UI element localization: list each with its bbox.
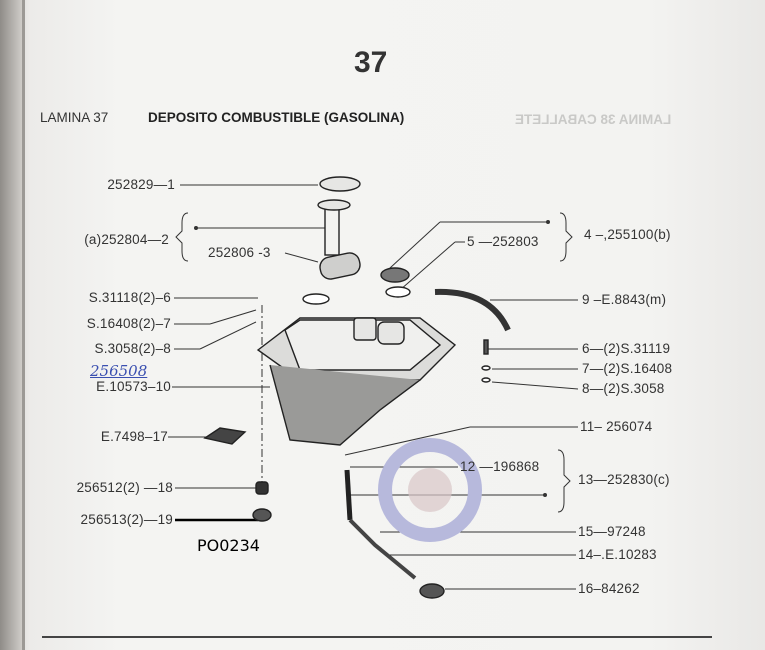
plate-title: DEPOSITO COMBUSTIBLE (GASOLINA) <box>148 110 405 125</box>
callout-6-left: S.31118(2)–6 <box>88 290 171 305</box>
callout-12: 12 —196868 <box>460 459 540 474</box>
callout-7-right: 7—(2)S.16408 <box>582 361 673 376</box>
callout-19: 256513(2)—19 <box>80 512 173 527</box>
callout-11: 11– 256074 <box>580 419 653 434</box>
callout-13: 13—252830(c) <box>578 472 670 487</box>
callout-3: 252806 -3 <box>208 245 271 260</box>
callout-14: 14–.E.10283 <box>578 547 657 562</box>
sticker-ring <box>378 438 482 542</box>
callout-7-left: S.16408(2)–7 <box>86 316 171 331</box>
callout-15: 15—97248 <box>578 524 646 539</box>
callout-10: E.10573–10 <box>96 379 171 394</box>
callout-4: 4 –,255100(b) <box>584 227 671 242</box>
leader-lines <box>168 184 579 590</box>
book-binding <box>0 0 22 650</box>
callout-2: (a)252804—2 <box>84 232 169 247</box>
bottom-rule <box>42 636 712 638</box>
plate-number: LAMINA 37 <box>40 110 109 125</box>
callout-9: 9 –E.8843(m) <box>582 292 667 307</box>
callout-8-left: S.3058(2)–8 <box>94 341 171 356</box>
handwritten-note: 256508 <box>90 362 148 380</box>
image-code: PO0234 <box>197 536 260 555</box>
callout-5: 5 —252803 <box>467 234 539 249</box>
callout-16: 16–84262 <box>578 581 640 596</box>
callout-1: 252829—1 <box>107 177 175 192</box>
callout-17: E.7498–17 <box>100 429 168 444</box>
callout-18: 256512(2) —18 <box>76 480 173 495</box>
callout-6-right: 6—(2)S.31119 <box>582 341 671 356</box>
binding-edge <box>22 0 25 650</box>
page-number: 37 <box>354 46 388 79</box>
callout-8-right: 8—(2)S.3058 <box>582 381 665 396</box>
fuel-tank-drawing <box>203 176 511 599</box>
